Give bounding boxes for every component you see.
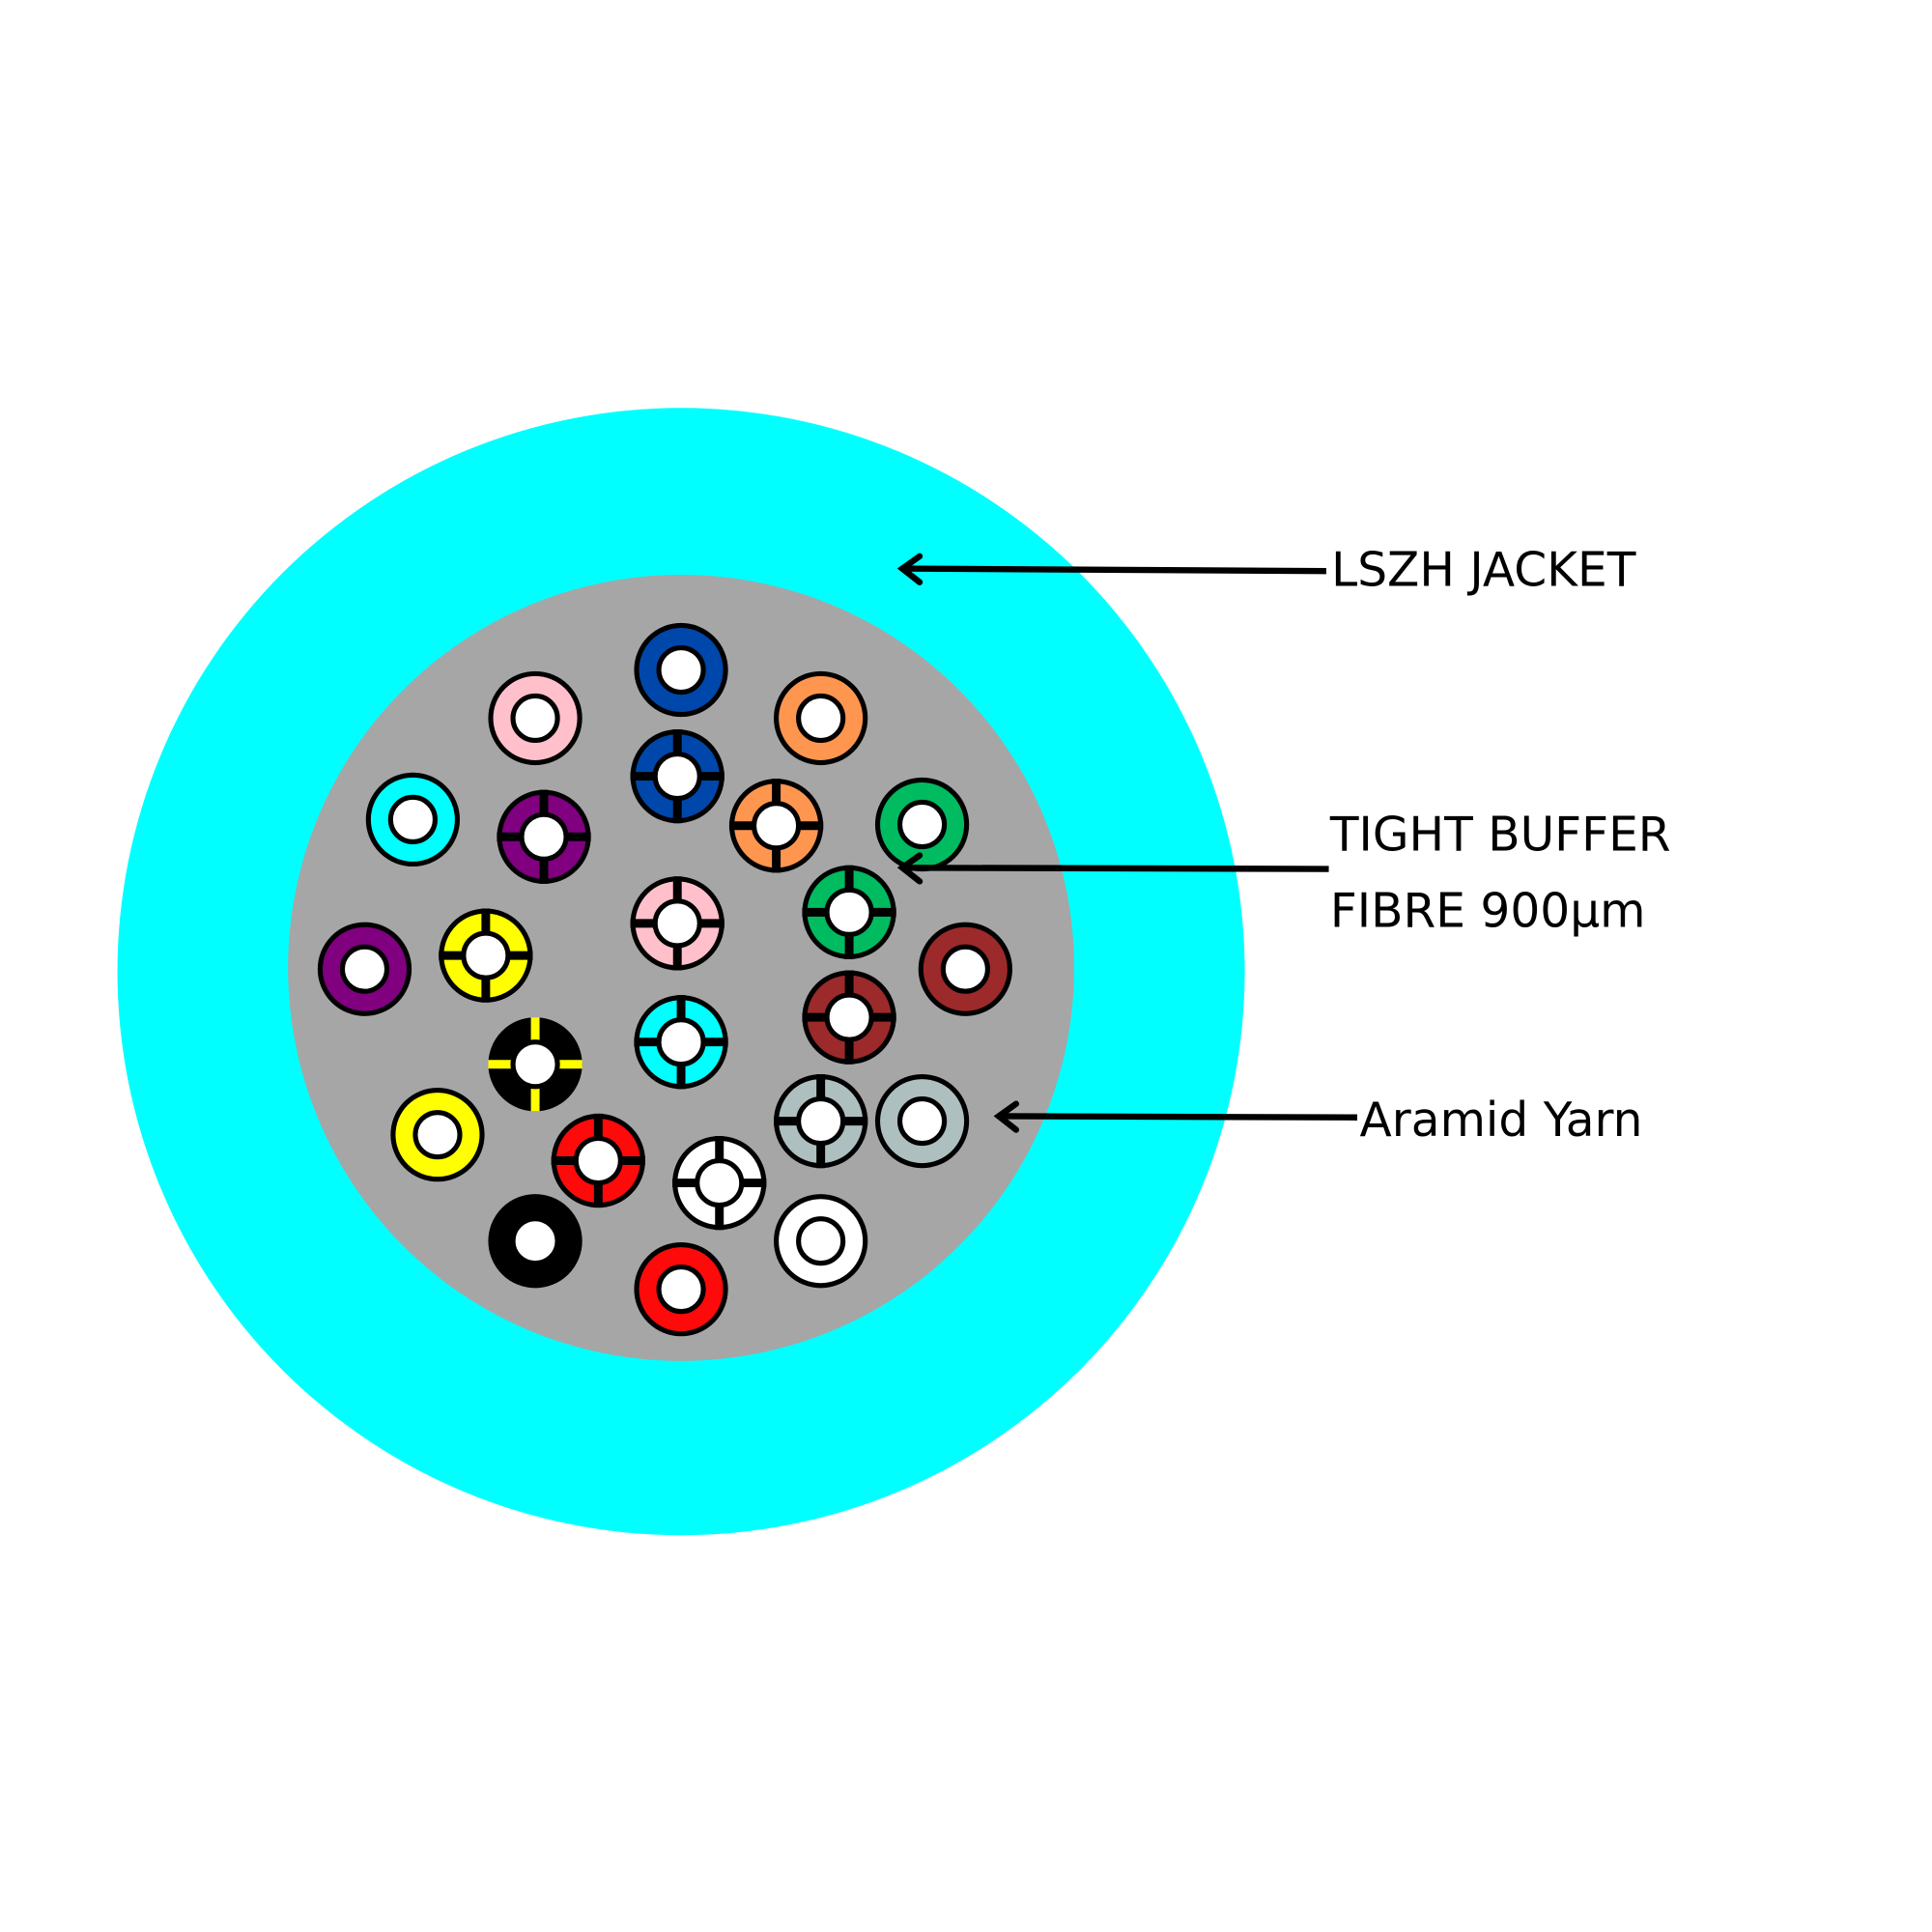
aramid-arrowhead-icon (993, 1100, 1020, 1133)
fibre-bundle (317, 622, 1012, 1337)
aramid-callout: Aramid Yarn (993, 1094, 1643, 1148)
fibre (672, 1135, 767, 1231)
buffer-label-line2: FIBRE 900μm (1330, 885, 1646, 939)
fibre (630, 876, 724, 971)
jacket-label: LSZH JACKET (1331, 544, 1636, 598)
fibre-core (824, 992, 874, 1042)
fibre (634, 622, 728, 718)
fibre (365, 772, 461, 867)
buffer-arrowhead-icon (896, 852, 923, 885)
fibre-core (652, 898, 702, 949)
fibre-core (510, 1216, 560, 1266)
fibre (317, 922, 412, 1016)
fibre-core (573, 1135, 623, 1186)
fibre-core (751, 801, 802, 851)
fibre (874, 1073, 970, 1169)
fibre-core (796, 1216, 846, 1266)
fibre (497, 789, 591, 884)
fibre (802, 970, 896, 1065)
fibre-core (796, 693, 846, 744)
fibre-core (339, 944, 390, 994)
fibre (634, 1241, 728, 1337)
fibre-core (387, 794, 438, 844)
fibre-core (896, 1095, 948, 1147)
fibre (634, 995, 728, 1090)
fibre (488, 670, 582, 766)
fibre-core (656, 1264, 706, 1315)
aramid-arrow-line (998, 1113, 1358, 1121)
fibre-core (824, 887, 874, 937)
jacket-callout: LSZH JACKET (896, 544, 1636, 598)
fibre (774, 1073, 868, 1169)
buffer-callout: TIGHT BUFFER FIBRE 900μm (896, 808, 1671, 939)
jacket-arrow-line (902, 565, 1327, 575)
fibre-core (896, 799, 948, 850)
fibre-core (510, 1039, 560, 1090)
fibre (551, 1113, 645, 1208)
fibre (439, 908, 533, 1003)
fibre-core (461, 930, 511, 980)
fibre-core (412, 1110, 463, 1160)
jacket-arrowhead-icon (896, 553, 923, 585)
fibre-core (652, 751, 702, 802)
fibre (802, 865, 896, 959)
fibre-core (519, 811, 569, 862)
fibre-core (656, 1017, 706, 1067)
fibre (390, 1088, 485, 1182)
fibre (774, 670, 868, 766)
fibre-core (510, 693, 560, 744)
fibre (630, 728, 724, 824)
fibre (918, 922, 1012, 1016)
fibre (488, 1017, 582, 1112)
fibre-core (796, 1095, 846, 1147)
buffer-label-line1: TIGHT BUFFER (1329, 808, 1671, 862)
fibre-core (940, 944, 990, 994)
fibre (728, 779, 824, 873)
fibre-core (656, 644, 706, 696)
fibre-core (695, 1157, 745, 1208)
fibre (774, 1194, 868, 1289)
fibre (488, 1194, 582, 1289)
buffer-arrow-line (902, 865, 1329, 872)
aramid-label: Aramid Yarn (1360, 1094, 1643, 1148)
